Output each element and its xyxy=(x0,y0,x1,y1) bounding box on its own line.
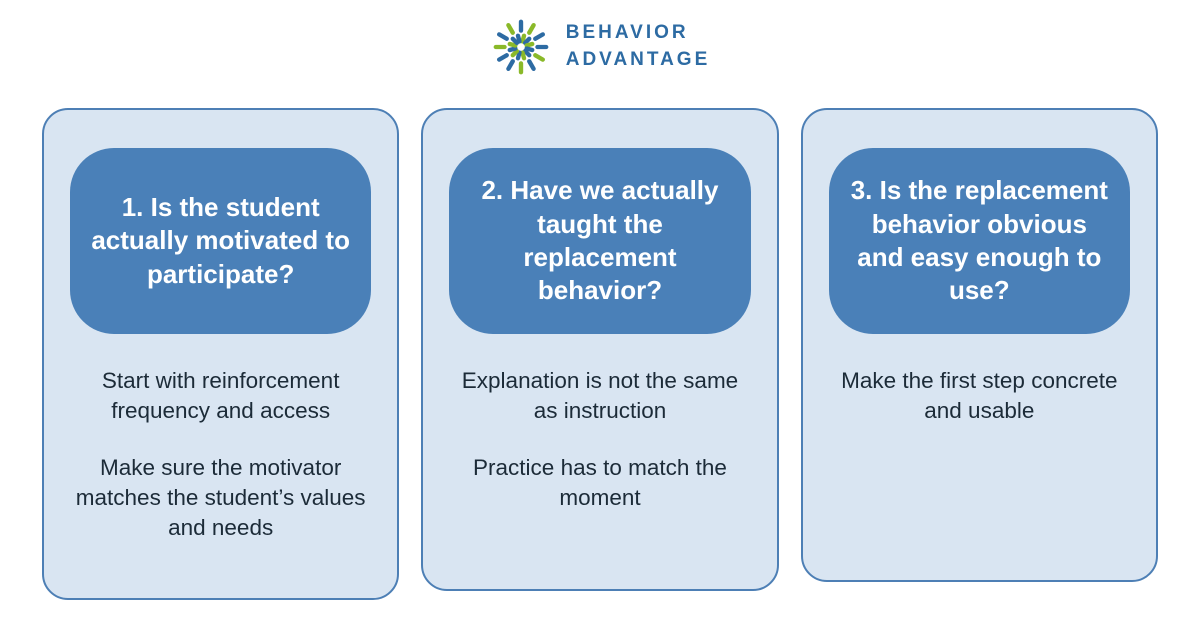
card-taught-body: Explanation is not the same as instructi… xyxy=(449,366,750,513)
card-obvious: 3. Is the replacement behavior obvious a… xyxy=(800,108,1158,582)
card-motivation: 1. Is the student actually motivated to … xyxy=(42,108,400,600)
card-motivation-body: Start with reinforcement frequency and a… xyxy=(70,366,371,542)
starburst-icon xyxy=(493,19,549,75)
card-motivation-header: 1. Is the student actually motivated to … xyxy=(70,148,372,334)
card-motivation-title: 1. Is the student actually motivated to … xyxy=(91,192,350,289)
card-taught: 2. Have we actually taught the replaceme… xyxy=(421,108,779,591)
logo-text-line1: BEHAVIOR xyxy=(565,22,689,44)
card-obvious-paragraph-1: Make the first step concrete and usable xyxy=(841,368,1118,423)
logo-wordmark: BEHAVIOR ADVANTAGE xyxy=(566,20,711,73)
card-obvious-title: 3. Is the replacement behavior obvious a… xyxy=(850,175,1108,306)
header: BEHAVIOR ADVANTAGE xyxy=(0,0,1200,78)
card-taught-header: 2. Have we actually taught the replaceme… xyxy=(449,148,751,334)
cards-row: 1. Is the student actually motivated to … xyxy=(0,108,1200,600)
card-obvious-header: 3. Is the replacement behavior obvious a… xyxy=(828,148,1130,334)
card-obvious-body: Make the first step concrete and usable xyxy=(829,366,1130,425)
logo: BEHAVIOR ADVANTAGE xyxy=(490,16,711,78)
card-motivation-paragraph-2: Make sure the motivator matches the stud… xyxy=(75,455,366,540)
card-motivation-paragraph-1: Start with reinforcement frequency and a… xyxy=(101,368,340,423)
logo-text-line2: ADVANTAGE xyxy=(565,49,711,70)
card-taught-paragraph-2: Practice has to match the moment xyxy=(473,455,727,511)
card-taught-title: 2. Have we actually taught the replaceme… xyxy=(481,175,719,306)
card-taught-paragraph-1: Explanation is not the same as instructi… xyxy=(461,368,739,423)
